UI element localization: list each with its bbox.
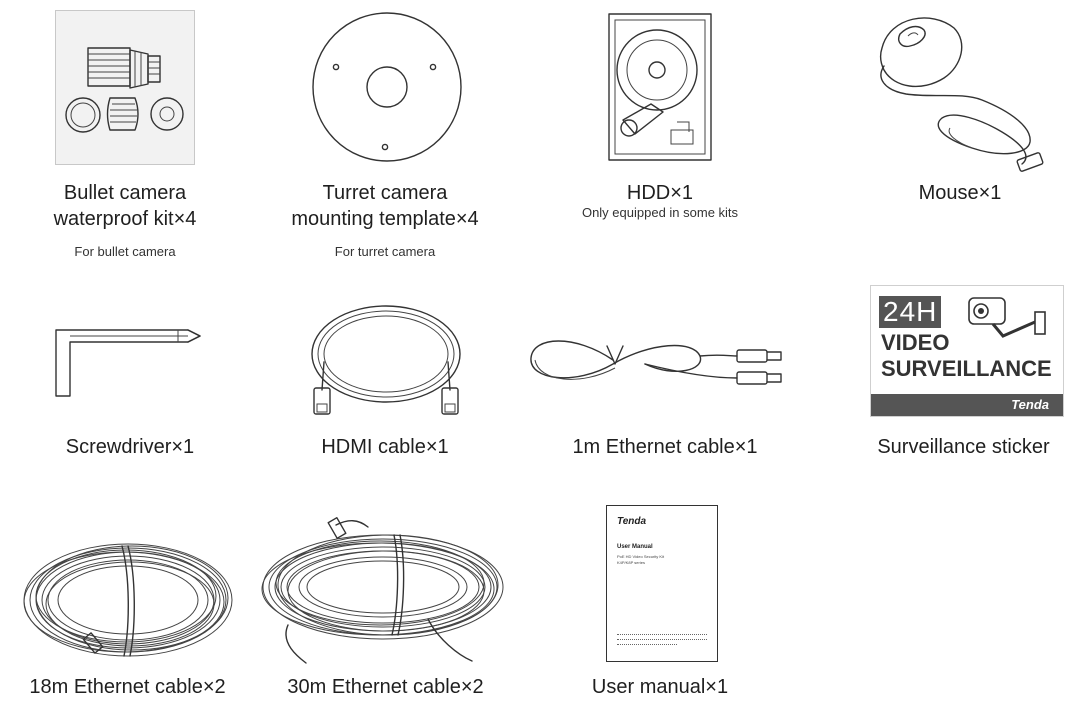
manual-footer-line: [617, 644, 677, 645]
item-label: Turret camera: [322, 182, 448, 204]
item-label: Mouse×1: [918, 182, 1002, 204]
sticker-brand: Tenda: [1011, 397, 1049, 412]
item-label: User manual×1: [591, 676, 729, 698]
sticker-video: VIDEO: [881, 330, 950, 355]
item-label: 30m Ethernet cable×2: [287, 676, 484, 698]
item-note: Only equipped in some kits: [581, 205, 739, 220]
manual-brand: Tenda: [617, 516, 647, 527]
manual-title: User Manual: [617, 544, 653, 550]
user-manual-icon: Tenda User Manual PoE HD Video Security …: [606, 505, 718, 662]
ethernet-cable-coil-icon: [18, 536, 238, 666]
sticker-24h: 24H: [879, 296, 942, 328]
ethernet-cable-icon: [525, 330, 790, 400]
screwdriver-icon: [50, 320, 210, 400]
item-label: Bullet camera: [63, 182, 187, 204]
hard-disk-icon: [605, 12, 715, 162]
mouse-icon: [872, 8, 1052, 173]
hdmi-cable-icon: [300, 292, 470, 422]
sticker-footer-bar: Tenda: [871, 394, 1063, 416]
manual-footer-line: [617, 634, 707, 635]
item-label: HDD×1: [626, 182, 694, 204]
item-label: Surveillance sticker: [877, 436, 1050, 458]
sticker-surveillance: SURVEILLANCE: [881, 356, 1052, 381]
item-label: Screwdriver×1: [65, 436, 195, 458]
waterproof-kit-icon: [55, 10, 195, 165]
item-label-line2: mounting template×4: [291, 208, 479, 230]
manual-footer-line: [617, 639, 707, 640]
surveillance-sticker-icon: 24H VIDEO SURVEILLANCE Tenda: [870, 285, 1064, 417]
item-label: 1m Ethernet cable×1: [572, 436, 758, 458]
item-label-line2: waterproof kit×4: [53, 208, 197, 230]
manual-subtitle: PoE HD Video Security Kit: [617, 554, 665, 559]
item-note: For turret camera: [334, 244, 436, 259]
camera-icon: [968, 297, 1046, 338]
mounting-template-icon: [312, 10, 462, 165]
ethernet-cable-coil-large-icon: [258, 515, 508, 670]
manual-series: K4P/K8P series: [617, 560, 645, 565]
item-label: HDMI cable×1: [321, 436, 449, 458]
item-label: 18m Ethernet cable×2: [29, 676, 226, 698]
item-note: For bullet camera: [74, 244, 176, 259]
